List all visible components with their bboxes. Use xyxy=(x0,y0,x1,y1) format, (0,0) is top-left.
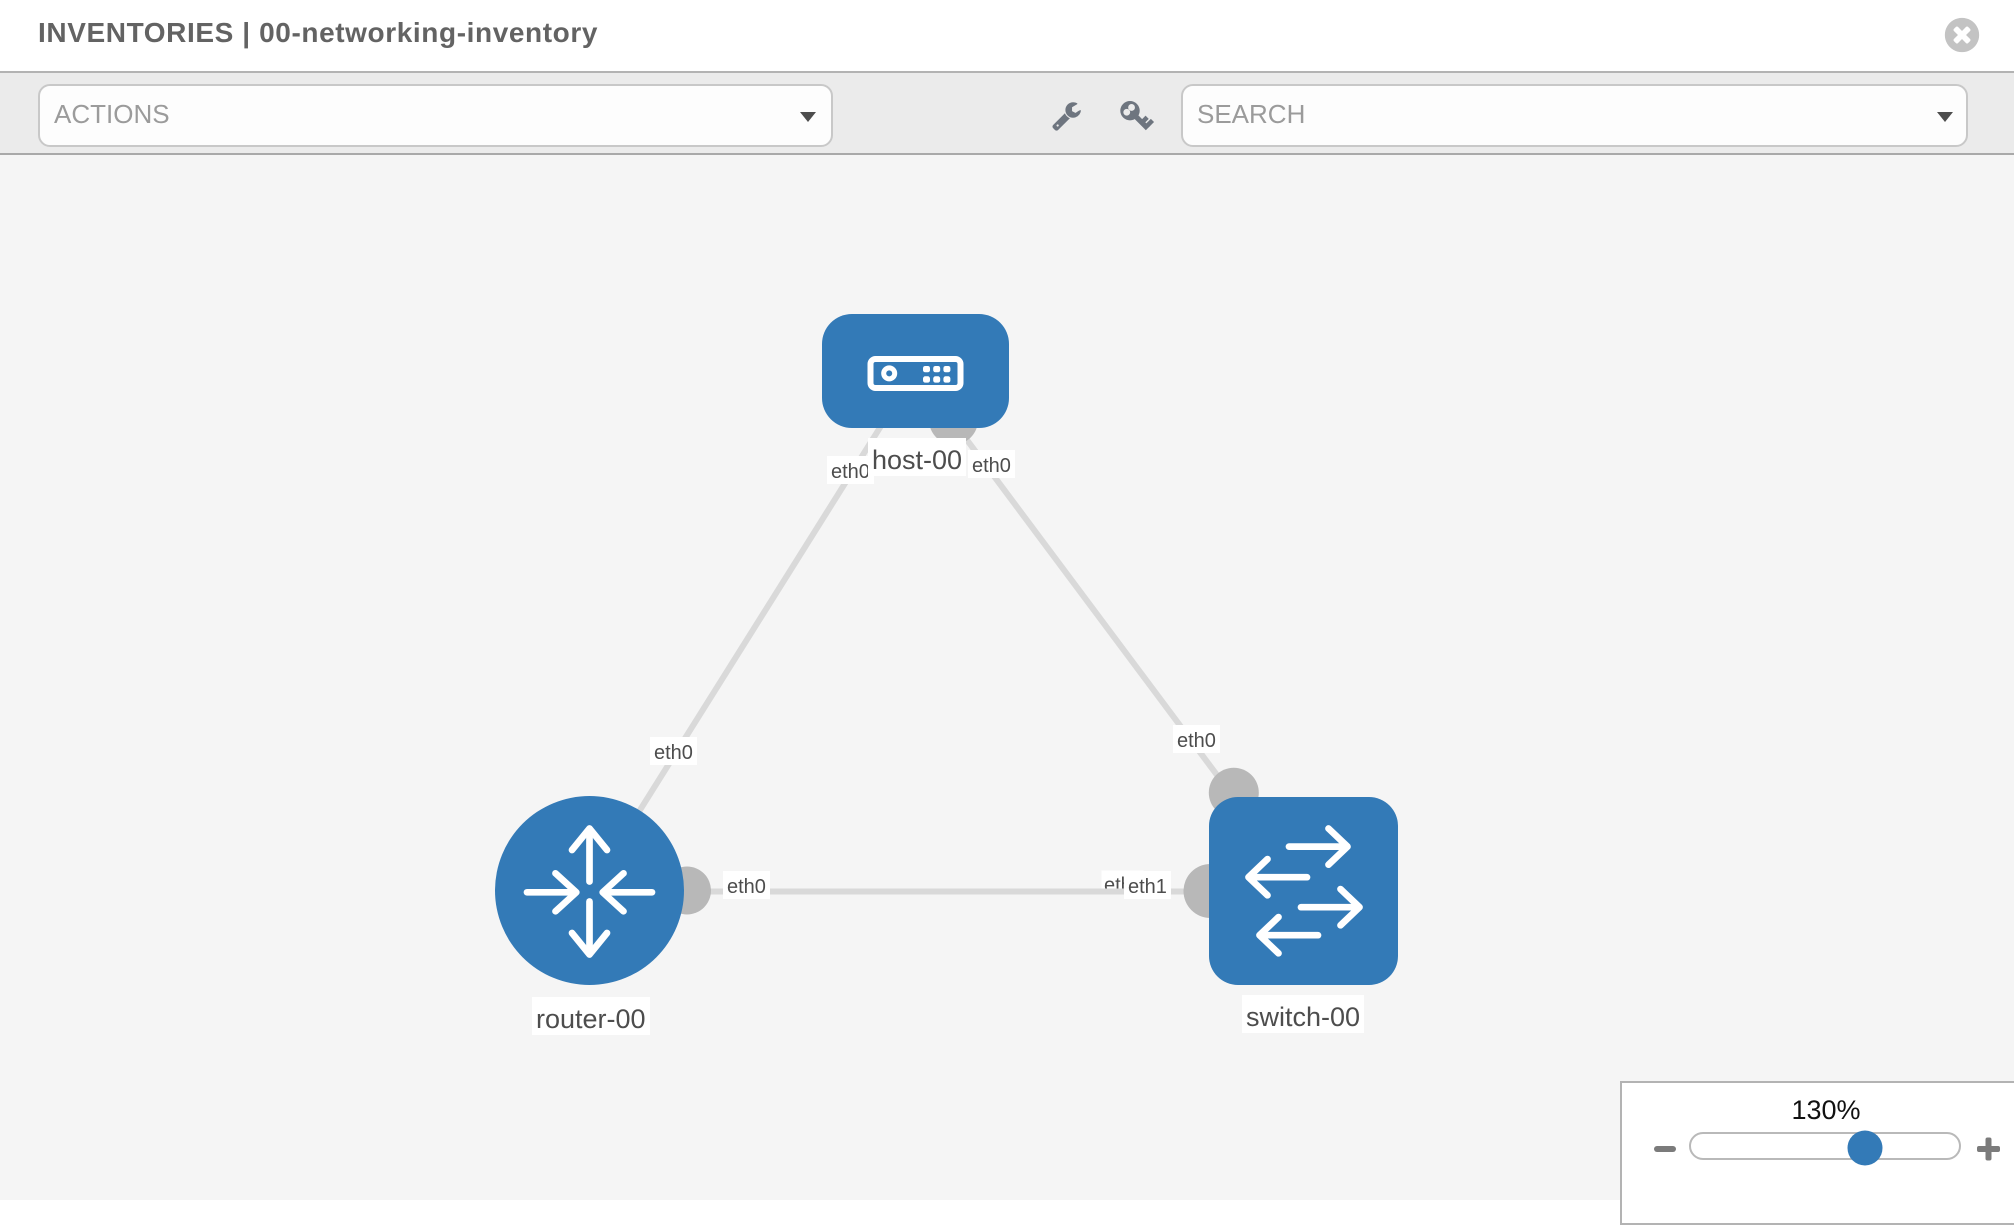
svg-text:130%: 130% xyxy=(1791,1095,1860,1125)
